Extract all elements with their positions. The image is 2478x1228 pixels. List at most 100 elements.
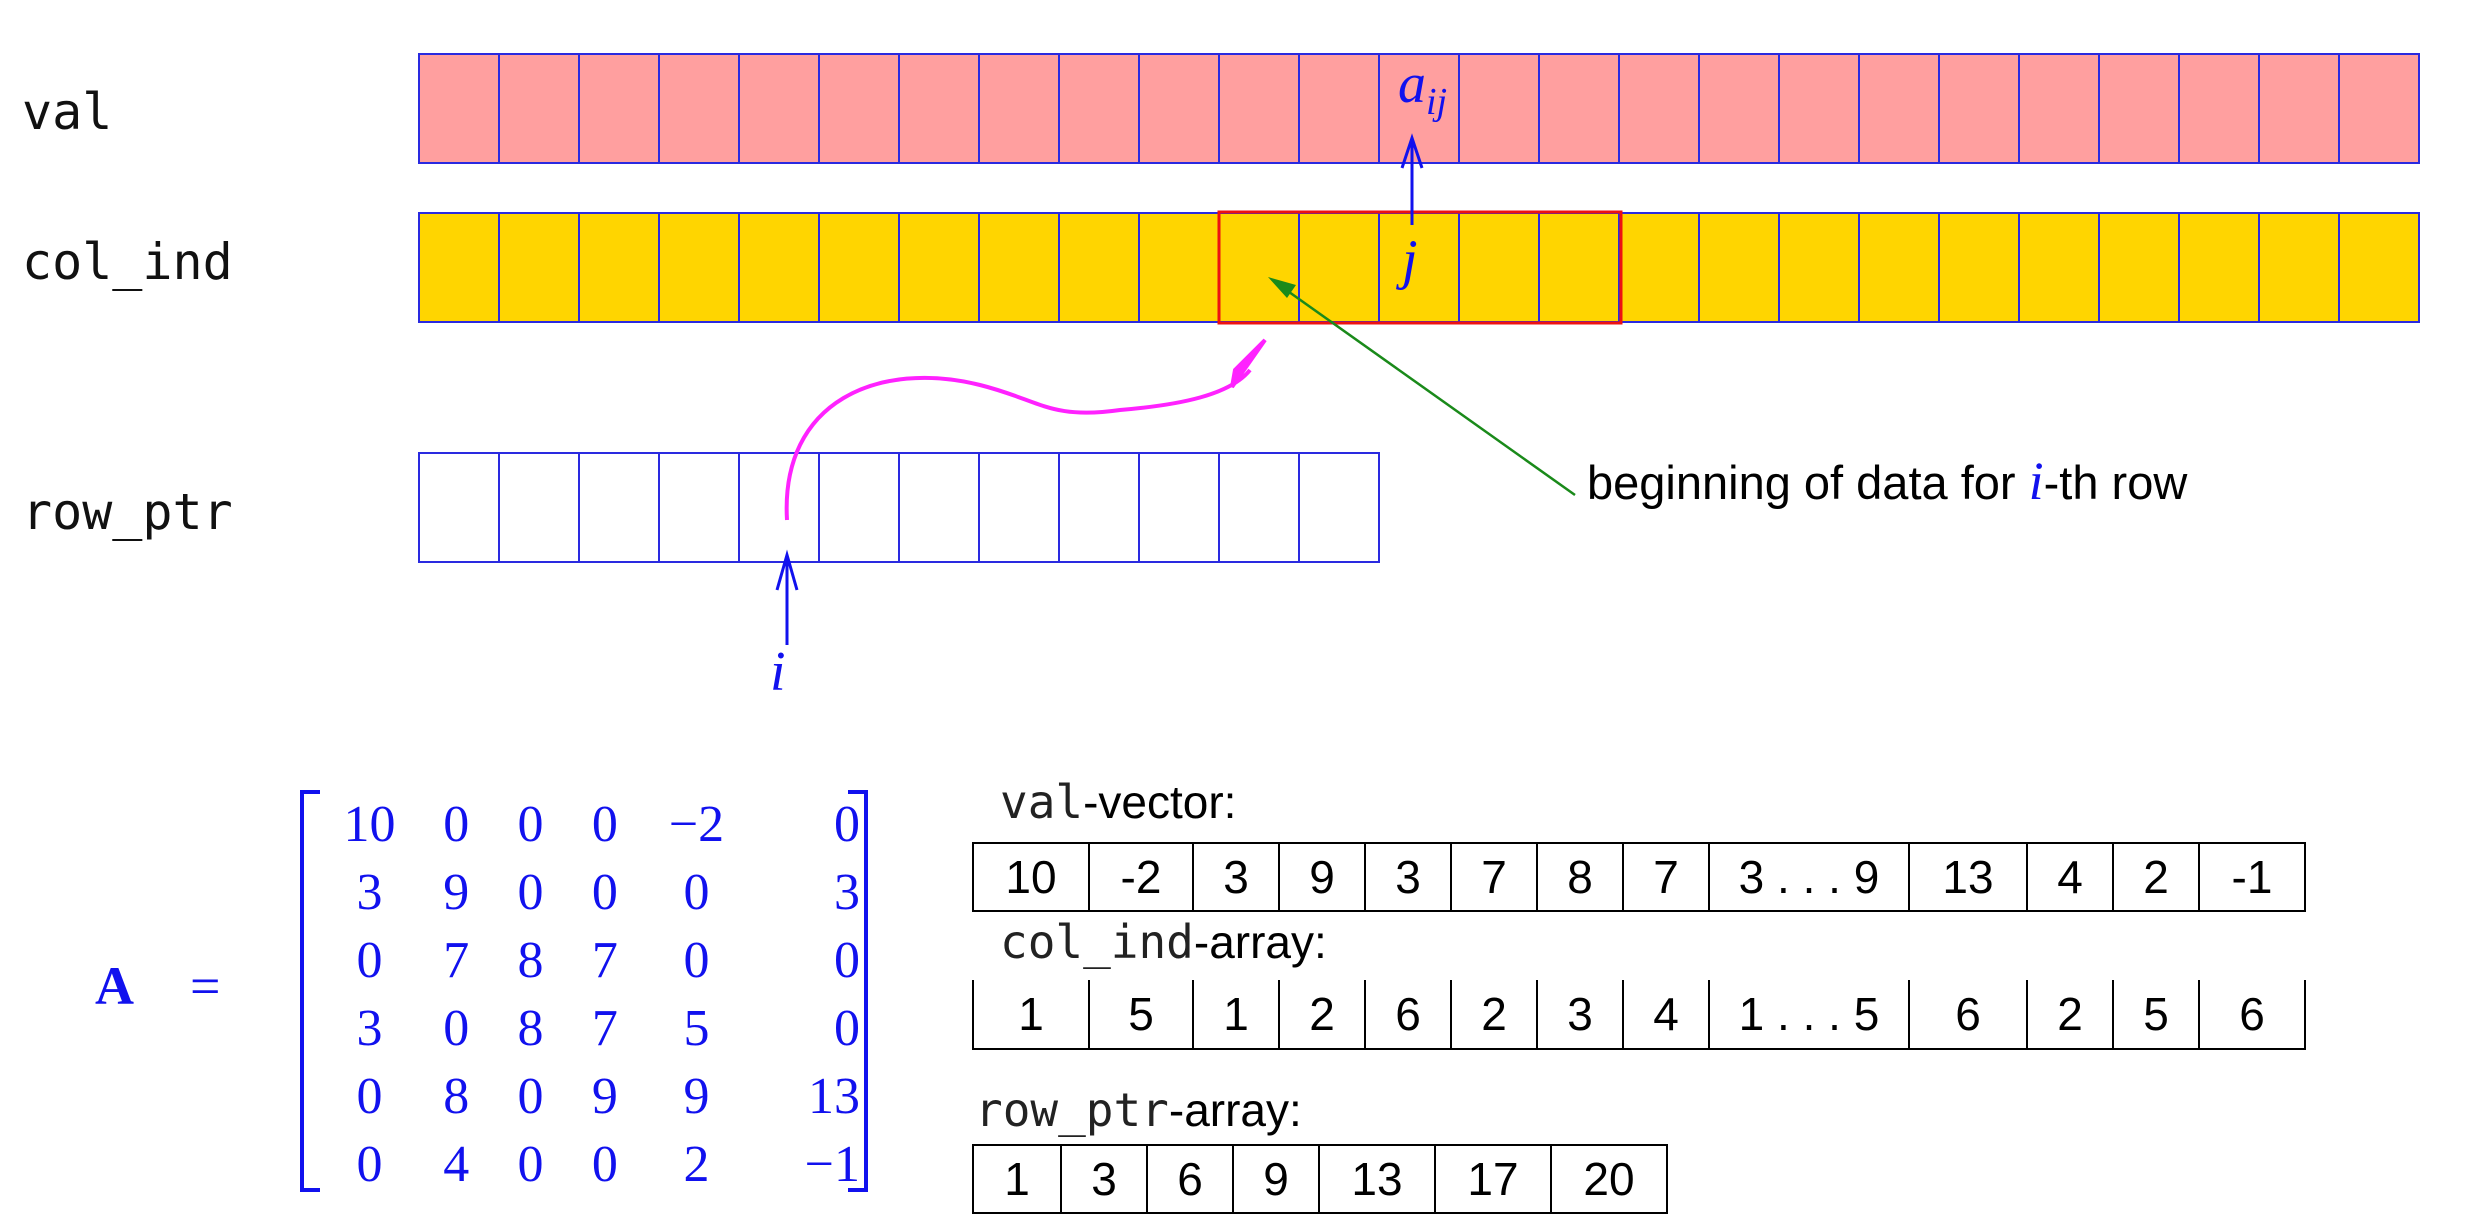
val-cell <box>658 53 740 164</box>
row-ptr-cell <box>818 452 900 563</box>
col-ind-cell <box>2338 212 2420 323</box>
matrix-entry: 0 <box>517 1135 544 1193</box>
matrix-entry: 0 <box>833 931 860 989</box>
val-cell <box>1698 53 1780 164</box>
matrix-entry: 3 <box>833 863 860 921</box>
col-ind-label: col_ind <box>22 233 233 291</box>
matrix-entry: 8 <box>443 1067 470 1125</box>
row-ptr-cell <box>498 452 580 563</box>
matrix-entry: 0 <box>833 999 860 1057</box>
col-ind-cell <box>898 212 980 323</box>
row-ptr-cell <box>578 452 660 563</box>
val-vector-cell: 3 . . . 9 <box>1708 844 1908 910</box>
col-ind-cell <box>1058 212 1140 323</box>
matrix-entry: 0 <box>683 863 710 921</box>
matrix-entry: 0 <box>356 1067 383 1125</box>
row-ptr-strip <box>418 452 1380 563</box>
row-ptr-cell <box>1058 452 1140 563</box>
row-start-annotation: beginning of data for i-th row <box>1587 450 2187 512</box>
row-ptr-cell <box>978 452 1060 563</box>
val-cell <box>498 53 580 164</box>
diagram-overlay <box>775 133 1623 645</box>
col-ind-cell <box>2018 212 2100 323</box>
matrix-entry: 0 <box>517 863 544 921</box>
val-vector-cell: 3 <box>1364 844 1450 910</box>
matrix-entry: 0 <box>443 999 470 1057</box>
row-ptr-array-cell: 20 <box>1550 1146 1666 1212</box>
row-ptr-cell <box>1298 452 1380 563</box>
row-ptr-array-cell: 3 <box>1060 1146 1146 1212</box>
col-ind-cell <box>498 212 580 323</box>
val-vector-cell: -1 <box>2198 844 2304 910</box>
col-ind-array-cell: 6 <box>1908 980 2026 1048</box>
matrix-right-bracket <box>848 790 868 1192</box>
j-to-aij-arrowhead <box>1400 133 1424 169</box>
row-ptr-array-cell: 9 <box>1232 1146 1318 1212</box>
val-vector-cell: 10 <box>1005 851 1057 903</box>
col-ind-array-cell: 2 <box>1278 980 1364 1048</box>
row-ptr-cell <box>1218 452 1300 563</box>
i-symbol: i <box>770 641 786 703</box>
val-vector-cell: -2 <box>1088 844 1192 910</box>
j-symbol: j <box>1402 229 1418 291</box>
col-ind-array-suffix: -array: <box>1193 916 1327 968</box>
matrix-entry: 0 <box>443 795 470 853</box>
col-ind-array-cell: 1 . . . 5 <box>1708 980 1908 1048</box>
col-ind-cell <box>1538 212 1620 323</box>
val-vector-cell: 4 <box>2026 844 2112 910</box>
matrix-entry: 9 <box>591 1067 618 1125</box>
matrix-left-bracket <box>300 790 320 1192</box>
matrix-entry: 7 <box>443 931 470 989</box>
val-vector-name: val <box>1000 775 1084 829</box>
curve-arrowhead <box>1230 338 1267 389</box>
col-ind-array-cell: 5 <box>1088 980 1192 1048</box>
matrix-name: A <box>95 956 134 1016</box>
matrix-entry: 7 <box>591 999 618 1057</box>
val-cell <box>1138 53 1220 164</box>
val-cell <box>2098 53 2180 164</box>
col-ind-strip <box>418 212 2420 323</box>
matrix-entry: 9 <box>683 1067 710 1125</box>
matrix-entry: 3 <box>356 863 383 921</box>
ij-subscript: ij <box>1426 81 1448 124</box>
matrix-entry: −2 <box>668 795 725 853</box>
row-ptr-array-name: row_ptr <box>975 1083 1169 1137</box>
val-cell <box>1618 53 1700 164</box>
col-ind-array-name: col_ind <box>1000 915 1194 969</box>
val-cell <box>2338 53 2420 164</box>
col-ind-array-cell: 2 <box>2026 980 2112 1048</box>
matrix-entry: 13 <box>807 1067 860 1125</box>
val-cell <box>1778 53 1860 164</box>
row-ptr-cell <box>898 452 980 563</box>
matrix-entry: 3 <box>356 999 383 1057</box>
green-pointer-arrowhead <box>1268 277 1296 298</box>
row-ptr-array-suffix: -array: <box>1168 1084 1302 1136</box>
val-vector-suffix: -vector: <box>1083 776 1237 828</box>
val-cell <box>898 53 980 164</box>
val-cell <box>738 53 820 164</box>
matrix-entry: 0 <box>356 931 383 989</box>
row-ptr-array-cell: 1 <box>1004 1153 1030 1205</box>
a-symbol: a <box>1398 53 1426 115</box>
row-ptr-label: row_ptr <box>22 483 233 541</box>
row-ptr-array-cell: 13 <box>1318 1146 1434 1212</box>
col-ind-array-cell: 1 <box>1018 988 1044 1040</box>
row-ptr-cell <box>738 452 820 563</box>
col-ind-cell <box>2098 212 2180 323</box>
matrix-entry: 8 <box>517 931 544 989</box>
val-cell <box>578 53 660 164</box>
col-ind-cell <box>418 212 500 323</box>
col-ind-cell <box>2178 212 2260 323</box>
val-cell <box>818 53 900 164</box>
matrix-entry: 0 <box>591 795 618 853</box>
